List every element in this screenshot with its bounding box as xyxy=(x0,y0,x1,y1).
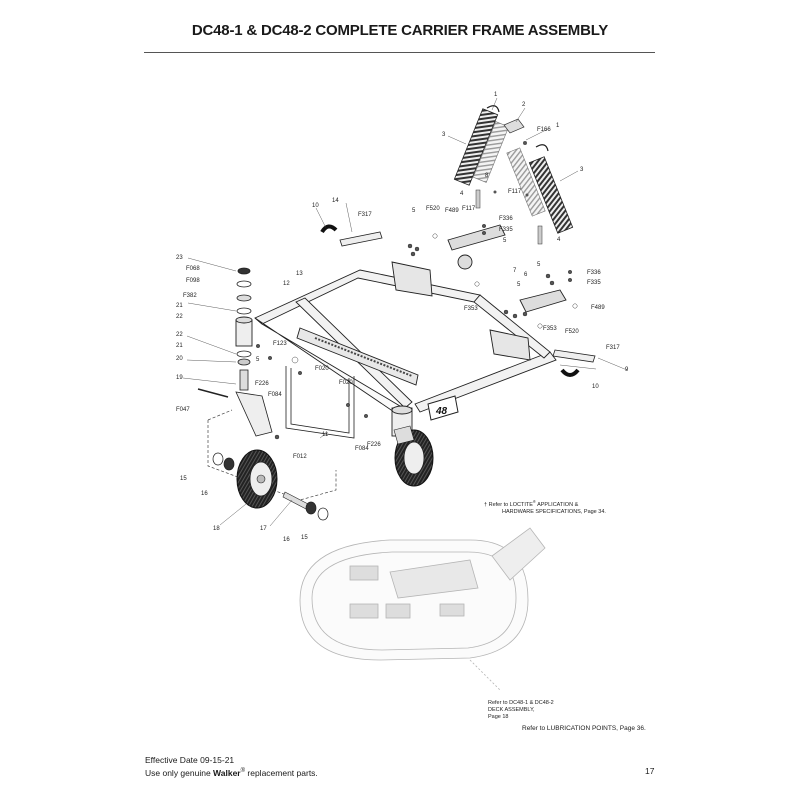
left-caster-spindle xyxy=(197,267,273,437)
callout: 20 xyxy=(176,356,183,362)
lubrication-note: Refer to LUBRICATION POINTS, Page 36. xyxy=(522,725,646,732)
brand-name: Walker xyxy=(213,767,241,778)
callout: F489 xyxy=(445,208,459,214)
dagger-mark: † xyxy=(484,501,488,508)
part-callouts: 1 2 3 F166 1 3 8 4 F117 F117 4 10 14 F31… xyxy=(176,92,629,543)
deck-note-line: DECK ASSEMBLY, xyxy=(488,707,535,713)
callout: F335 xyxy=(499,227,513,233)
right-caster-wheel xyxy=(393,425,434,487)
callout: 22 xyxy=(176,332,183,338)
deck-assembly-ghost xyxy=(299,527,546,691)
callout: 4 xyxy=(557,237,561,243)
callout: 1 xyxy=(494,92,498,98)
loctite-note-line2: HARDWARE SPECIFICATIONS, Page 34. xyxy=(502,508,606,515)
svg-text:48: 48 xyxy=(435,406,448,417)
callout: F382 xyxy=(183,293,197,299)
callout: 6 xyxy=(524,272,528,278)
callout: 16 xyxy=(283,537,290,543)
leader-lines xyxy=(182,97,628,527)
callout: 5 xyxy=(412,208,416,214)
callout: 15 xyxy=(180,476,187,482)
footer: Effective Date 09-15-21 Use only genuine… xyxy=(145,755,318,778)
deck-size-badge: 48 xyxy=(427,395,459,421)
callout: F353 xyxy=(543,326,557,332)
deck-note-line: Page 18 xyxy=(488,714,509,720)
callout: 8 xyxy=(485,173,489,179)
callout: 16 xyxy=(201,491,208,497)
callout: F020 xyxy=(339,380,353,386)
callout: 13 xyxy=(296,271,303,277)
callout: F336 xyxy=(499,216,513,222)
loctite-note: † Refer to LOCTITE® APPLICATION & HARDWA… xyxy=(484,498,606,516)
deck-assembly-note: Refer to DC48-1 & DC48-2 DECK ASSEMBLY, … xyxy=(488,700,554,721)
genuine-prefix: Use only genuine xyxy=(145,767,214,778)
callout: F520 xyxy=(565,329,579,335)
callout: 11 xyxy=(322,432,329,438)
callout: F520 xyxy=(426,206,440,212)
callout: F353 xyxy=(464,306,478,312)
callout: 17 xyxy=(260,526,267,532)
callout: 12 xyxy=(283,281,290,287)
loctite-note-line1: Refer to LOCTITE xyxy=(488,501,533,508)
callout: F335 xyxy=(587,280,601,286)
callout: F084 xyxy=(355,446,369,452)
callout: F317 xyxy=(358,212,372,218)
effective-date: Effective Date 09-15-21 xyxy=(145,755,235,765)
loctite-note-line1b: APPLICATION & xyxy=(535,501,579,508)
title-divider xyxy=(144,52,655,53)
callout: 18 xyxy=(213,526,220,532)
callout: 5 xyxy=(503,238,507,244)
callout: 5 xyxy=(256,357,260,363)
callout: 1 xyxy=(556,123,560,129)
registered-mark: ® xyxy=(532,499,536,504)
pins-and-grips xyxy=(320,224,596,377)
spring-assembly xyxy=(453,105,574,245)
callout: 3 xyxy=(442,132,446,138)
callout: F166 xyxy=(537,127,551,133)
callout: F098 xyxy=(186,278,200,284)
callout: F068 xyxy=(186,266,200,272)
fork-outline xyxy=(207,409,337,501)
callout: 19 xyxy=(176,375,183,381)
callout: F336 xyxy=(587,270,601,276)
callout: F012 xyxy=(293,454,307,460)
callout: 7 xyxy=(513,268,517,274)
brand-registered-mark: ® xyxy=(240,767,246,774)
carrier-frame xyxy=(235,224,567,437)
left-caster-wheel xyxy=(212,449,329,521)
callout: F489 xyxy=(591,305,605,311)
page-title: DC48-1 & DC48-2 COMPLETE CARRIER FRAME A… xyxy=(191,22,609,39)
callout: 14 xyxy=(332,198,339,204)
genuine-suffix: replacement parts. xyxy=(245,767,318,778)
callout: F123 xyxy=(273,341,287,347)
callout: F047 xyxy=(176,407,190,413)
callout: F226 xyxy=(367,442,381,448)
callout: 3 xyxy=(580,167,584,173)
callout: 9 xyxy=(625,367,629,373)
callout: 21 xyxy=(176,343,183,349)
callout: F117 xyxy=(508,189,522,195)
callout: 5 xyxy=(537,262,541,268)
callout: 22 xyxy=(176,314,183,320)
callout: F117 xyxy=(462,206,476,212)
callout: 23 xyxy=(176,255,183,261)
page-number: 17 xyxy=(645,766,655,776)
callout: 5 xyxy=(517,282,521,288)
genuine-parts-note: Use only genuine Walker® replacement par… xyxy=(145,766,318,778)
callout: 4 xyxy=(460,191,464,197)
callout: 10 xyxy=(592,384,599,390)
callout: 21 xyxy=(176,303,183,309)
deck-note-line: Refer to DC48-1 & DC48-2 xyxy=(488,700,554,706)
callout: F020 xyxy=(315,366,329,372)
callout: 2 xyxy=(522,102,526,108)
callout: F317 xyxy=(606,345,620,351)
callout: F084 xyxy=(268,392,282,398)
hardware-nuts xyxy=(256,223,578,440)
callout: 10 xyxy=(312,203,319,209)
callout: 15 xyxy=(301,535,308,541)
callout: F226 xyxy=(255,381,269,387)
